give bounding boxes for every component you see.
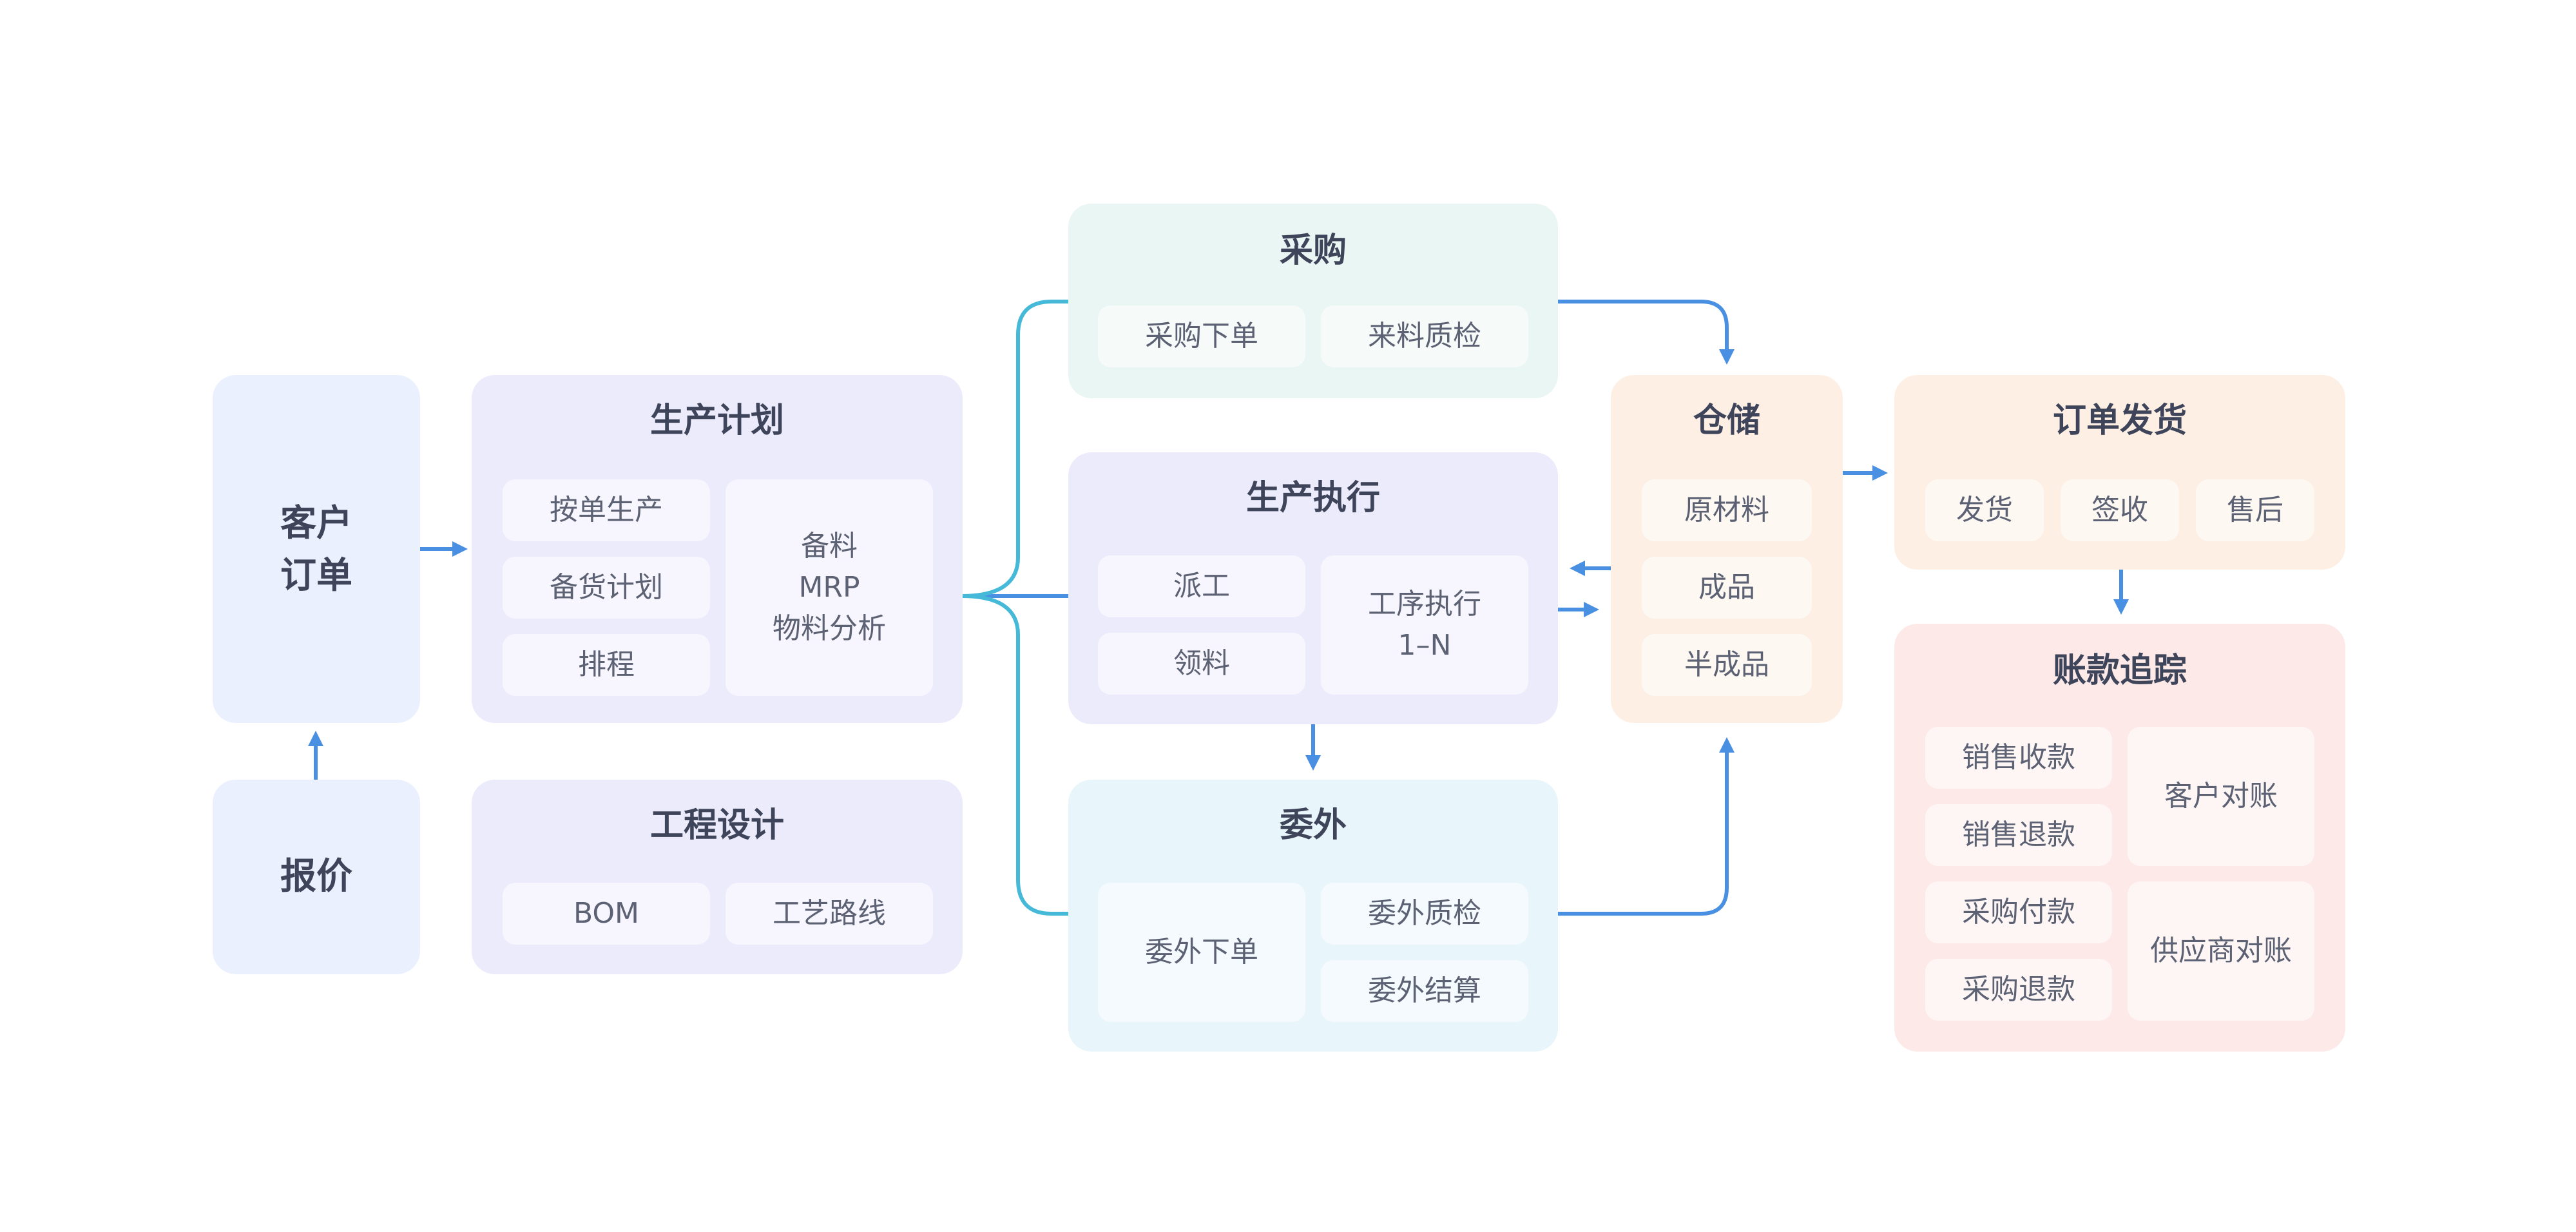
outsource-item-order: 委外下单 [1098, 883, 1305, 1022]
plan-item-make-to-order: 按单生产 [503, 479, 710, 541]
purchase-box: 采购 采购下单 来料质检 [1068, 204, 1558, 398]
customer-order-title: 客户 订单 [280, 503, 352, 597]
shipping-title: 订单发货 [2052, 401, 2187, 440]
warehouse-item-label: 半成品 [1684, 648, 1769, 682]
purchase-item-label: 来料质检 [1368, 320, 1481, 353]
production-plan-box: 生产计划 按单生产 备货计划 排程 备料 MRP 物料分析 [472, 375, 963, 723]
exec-item-process: 工序执行 1–N [1321, 555, 1528, 695]
warehouse-item-finished: 成品 [1642, 557, 1812, 619]
accounts-title: 账款追踪 [2052, 651, 2187, 690]
production-exec-box: 生产执行 派工 领料 工序执行 1–N [1068, 452, 1558, 724]
purchase-item-order: 采购下单 [1098, 305, 1305, 367]
plan-material-label: 备料 MRP 物料分析 [773, 530, 886, 645]
outsource-box: 委外 委外下单 委外质检 委外结算 [1068, 780, 1558, 1052]
plan-item-label: 按单生产 [550, 494, 663, 527]
accounts-item-supplier-reconcile: 供应商对账 [2128, 881, 2314, 1021]
plan-item-scheduling: 排程 [503, 634, 710, 696]
outsource-title: 委外 [1279, 806, 1347, 845]
engineering-item-label: 工艺路线 [773, 897, 886, 930]
shipping-item-label: 签收 [2091, 494, 2148, 527]
accounts-item-label: 销售退款 [1962, 818, 2075, 852]
shipping-item-label: 发货 [1956, 494, 2013, 527]
warehouse-title: 仓储 [1693, 401, 1760, 440]
quote-title: 报价 [280, 856, 352, 898]
arrow-purchase-to-warehouse [1558, 300, 1735, 365]
outsource-order-label: 委外下单 [1145, 936, 1258, 969]
purchase-item-inspection: 来料质检 [1321, 305, 1528, 367]
purchase-item-label: 采购下单 [1145, 320, 1258, 353]
plan-item-label: 排程 [578, 648, 635, 682]
engineering-title: 工程设计 [649, 806, 784, 845]
line-plan-to-purchase [961, 300, 1068, 598]
exec-item-pick-material: 领料 [1098, 633, 1305, 695]
accounts-item-label: 销售收款 [1962, 741, 2075, 775]
shipping-box: 订单发货 发货 签收 售后 [1894, 375, 2345, 570]
outsource-item-settlement: 委外结算 [1321, 960, 1528, 1022]
accounts-item-purchase-payment: 采购付款 [1925, 881, 2112, 943]
exec-item-label: 派工 [1173, 570, 1230, 603]
warehouse-item-semi-finished: 半成品 [1642, 634, 1812, 696]
quote-box: 报价 [213, 780, 420, 974]
plan-item-label: 备货计划 [550, 571, 663, 604]
exec-process-label: 工序执行 1–N [1368, 588, 1481, 662]
accounts-item-sales-receipt: 销售收款 [1925, 727, 2112, 789]
warehouse-item-label: 原材料 [1684, 494, 1769, 527]
purchase-title: 采购 [1279, 231, 1347, 270]
shipping-item-deliver: 发货 [1925, 479, 2044, 541]
shipping-item-after-sales: 售后 [2196, 479, 2314, 541]
shipping-item-label: 售后 [2227, 494, 2283, 527]
plan-item-material-mrp: 备料 MRP 物料分析 [726, 479, 933, 696]
engineering-item-label: BOM [573, 897, 639, 930]
engineering-item-routing: 工艺路线 [726, 883, 933, 945]
accounts-item-purchase-refund: 采购退款 [1925, 959, 2112, 1021]
production-plan-title: 生产计划 [649, 401, 784, 440]
accounts-item-label: 采购付款 [1962, 896, 2075, 929]
accounts-item-customer-reconcile: 客户对账 [2128, 727, 2314, 866]
accounts-reconcile-label: 客户对账 [2164, 780, 2278, 813]
customer-order-box: 客户 订单 [213, 375, 420, 723]
exec-item-label: 领料 [1173, 647, 1230, 680]
outsource-item-label: 委外质检 [1368, 897, 1481, 930]
plan-item-stock-plan: 备货计划 [503, 557, 710, 619]
accounts-item-sales-refund: 销售退款 [1925, 804, 2112, 866]
line-plan-to-outsource [961, 594, 1068, 916]
outsource-item-label: 委外结算 [1368, 974, 1481, 1008]
shipping-item-sign: 签收 [2061, 479, 2179, 541]
exec-item-dispatch: 派工 [1098, 555, 1305, 617]
engineering-item-bom: BOM [503, 883, 710, 945]
accounts-reconcile-label: 供应商对账 [2150, 934, 2292, 968]
accounts-box: 账款追踪 销售收款 销售退款 采购付款 采购退款 客户对账 供应商对账 [1894, 624, 2345, 1052]
warehouse-box: 仓储 原材料 成品 半成品 [1611, 375, 1843, 723]
outsource-item-inspection: 委外质检 [1321, 883, 1528, 945]
arrow-outsource-to-warehouse [1528, 737, 1735, 916]
engineering-box: 工程设计 BOM 工艺路线 [472, 780, 963, 974]
warehouse-item-label: 成品 [1698, 571, 1755, 604]
production-exec-title: 生产执行 [1245, 479, 1380, 517]
warehouse-item-raw-material: 原材料 [1642, 479, 1812, 541]
accounts-item-label: 采购退款 [1962, 973, 2075, 1006]
